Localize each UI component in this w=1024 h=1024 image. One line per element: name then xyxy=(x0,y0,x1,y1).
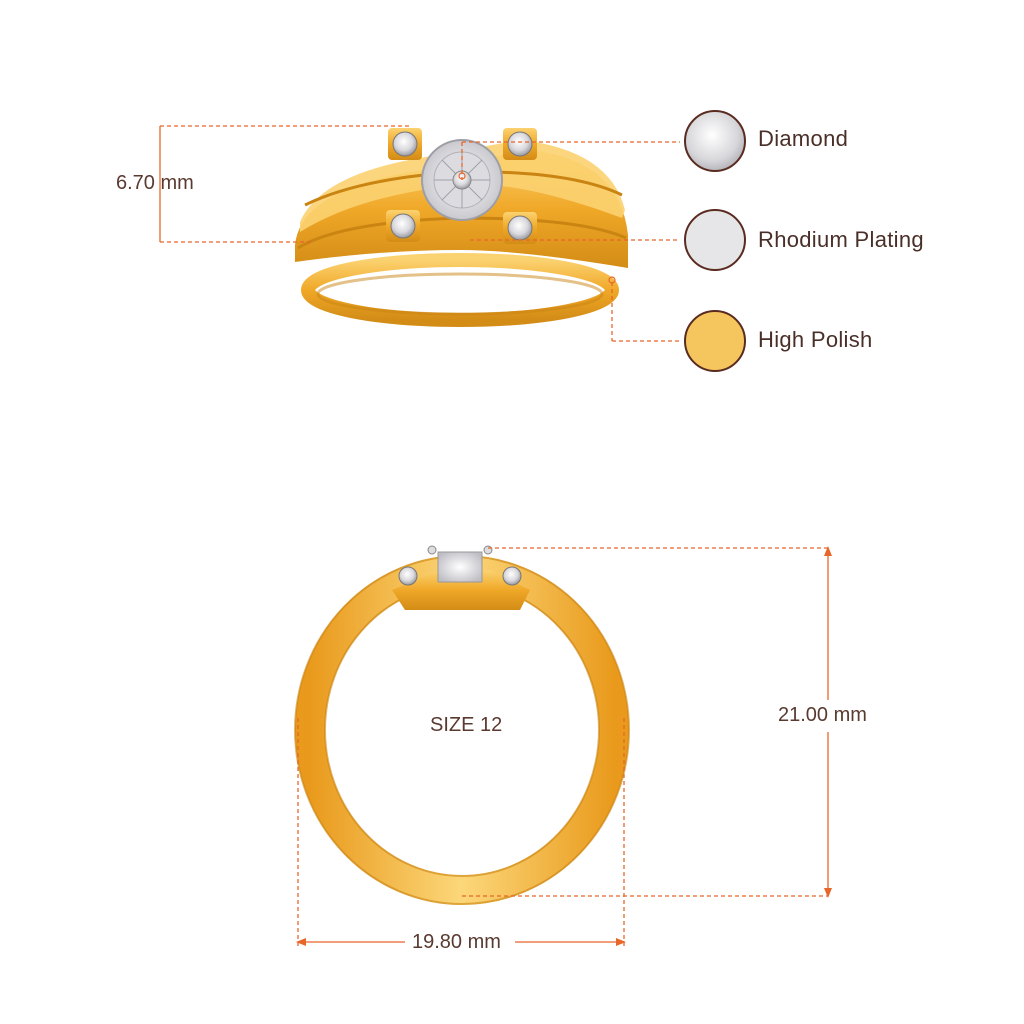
legend-rhodium-label: Rhodium Plating xyxy=(758,227,924,252)
front-dimension-lines xyxy=(297,547,829,946)
top-height-label: 6.70 mm xyxy=(116,172,194,194)
size-label: SIZE 12 xyxy=(430,714,503,736)
legend-diamond-label: Diamond xyxy=(758,126,849,151)
ring-top-view xyxy=(295,128,628,327)
legend-high-polish-label: High Polish xyxy=(758,327,873,352)
diamond-icon xyxy=(684,110,746,172)
gold-swatch-icon xyxy=(684,310,746,372)
ring-width-label: 19.80 mm xyxy=(412,931,501,953)
ring-height-label: 21.00 mm xyxy=(778,704,867,726)
ring-front-view xyxy=(294,545,630,905)
rhodium-swatch-icon xyxy=(684,209,746,271)
top-dimension-lines xyxy=(159,125,680,342)
